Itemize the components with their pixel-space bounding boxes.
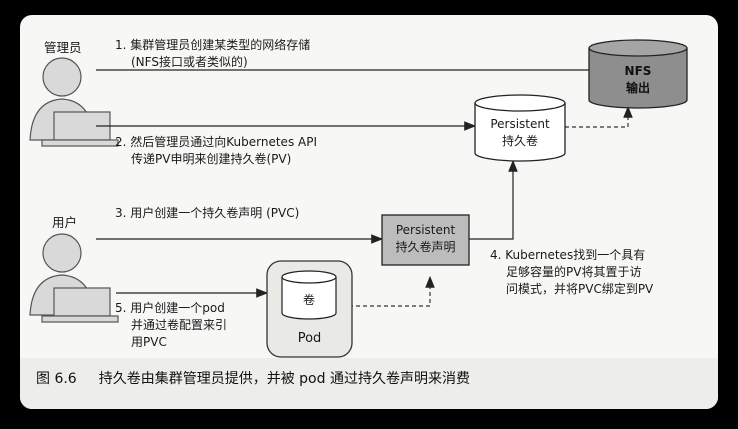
dashed-pv-to-nfs xyxy=(558,105,633,128)
diagram-canvas xyxy=(29,39,688,358)
pvc-label-line1: Persistent xyxy=(395,223,456,237)
admin-laptop-icon xyxy=(41,111,119,147)
step5-label: 5. 用户创建一个pod 并通过卷配置来引 用PVC xyxy=(115,300,227,351)
volume-label: 卷 xyxy=(302,293,315,307)
pvc-box xyxy=(381,214,470,266)
figure-caption: 图 6.6 持久卷由集群管理员提供，并被 pod 通过持久卷声明来消费 xyxy=(36,368,470,388)
nfs-export-cylinder xyxy=(588,39,688,109)
step4-line1: 4. Kubernetes找到一个具有 xyxy=(490,248,646,262)
nfs-label-line2: 输出 xyxy=(625,81,650,95)
step1-label: 1. 集群管理员创建某类型的网络存储 (NFS接口或者类似的) xyxy=(115,37,310,71)
pv-label-line2: 持久卷 xyxy=(501,134,538,148)
step4-label: 4. Kubernetes找到一个具有 足够容量的PV将其置于访 问模式，并将P… xyxy=(490,247,653,298)
dashed-volume-to-pvc xyxy=(342,275,435,307)
step5-line1: 5. 用户创建一个pod xyxy=(115,301,225,315)
step2-line1: 2. 然后管理员通过向Kubernetes API xyxy=(115,135,317,149)
caption-bar xyxy=(20,358,718,409)
pv-label-line1: Persistent xyxy=(490,117,550,131)
nfs-label: NFS 输出 xyxy=(598,63,678,97)
step4-line2: 足够容量的PV将其置于访 xyxy=(506,265,642,279)
step2-label: 2. 然后管理员通过向Kubernetes API 传递PV申明来创建持久卷(P… xyxy=(115,134,317,168)
nfs-label-line1: NFS xyxy=(624,64,652,78)
arrow-step4 xyxy=(469,159,518,240)
user-label: 用户 xyxy=(52,215,78,230)
caption-number: 图 6.6 xyxy=(36,371,77,387)
step3-line1: 3. 用户创建一个持久卷声明 (PVC) xyxy=(115,206,300,220)
step5-line2: 并通过卷配置来引 xyxy=(131,318,228,332)
step2-line2: 传递PV申明来创建持久卷(PV) xyxy=(131,152,292,166)
pv-label: Persistent 持久卷 xyxy=(475,116,565,150)
step3-label: 3. 用户创建一个持久卷声明 (PVC) xyxy=(115,205,299,222)
step5-line3: 用PVC xyxy=(131,335,167,349)
step1-line2: (NFS接口或者类似的) xyxy=(131,55,248,69)
step4-line3: 问模式，并将PVC绑定到PV xyxy=(506,282,654,296)
pod-label: Pod xyxy=(297,331,322,346)
volume-cylinder xyxy=(281,270,337,320)
pvc-label: Persistent 持久卷声明 xyxy=(382,222,469,256)
figure-frame: 管理员 用户 1. 集群管理员创建某类型的网络存储 (NFS接口或者类似的) 2… xyxy=(20,15,718,409)
admin-label: 管理员 xyxy=(44,40,82,55)
user-laptop-icon xyxy=(41,287,119,323)
persistent-volume-cylinder xyxy=(474,94,566,162)
step1-line1: 1. 集群管理员创建某类型的网络存储 xyxy=(115,38,311,52)
pvc-label-line2: 持久卷声明 xyxy=(395,240,456,254)
caption-text: 持久卷由集群管理员提供，并被 pod 通过持久卷声明来消费 xyxy=(98,371,470,387)
